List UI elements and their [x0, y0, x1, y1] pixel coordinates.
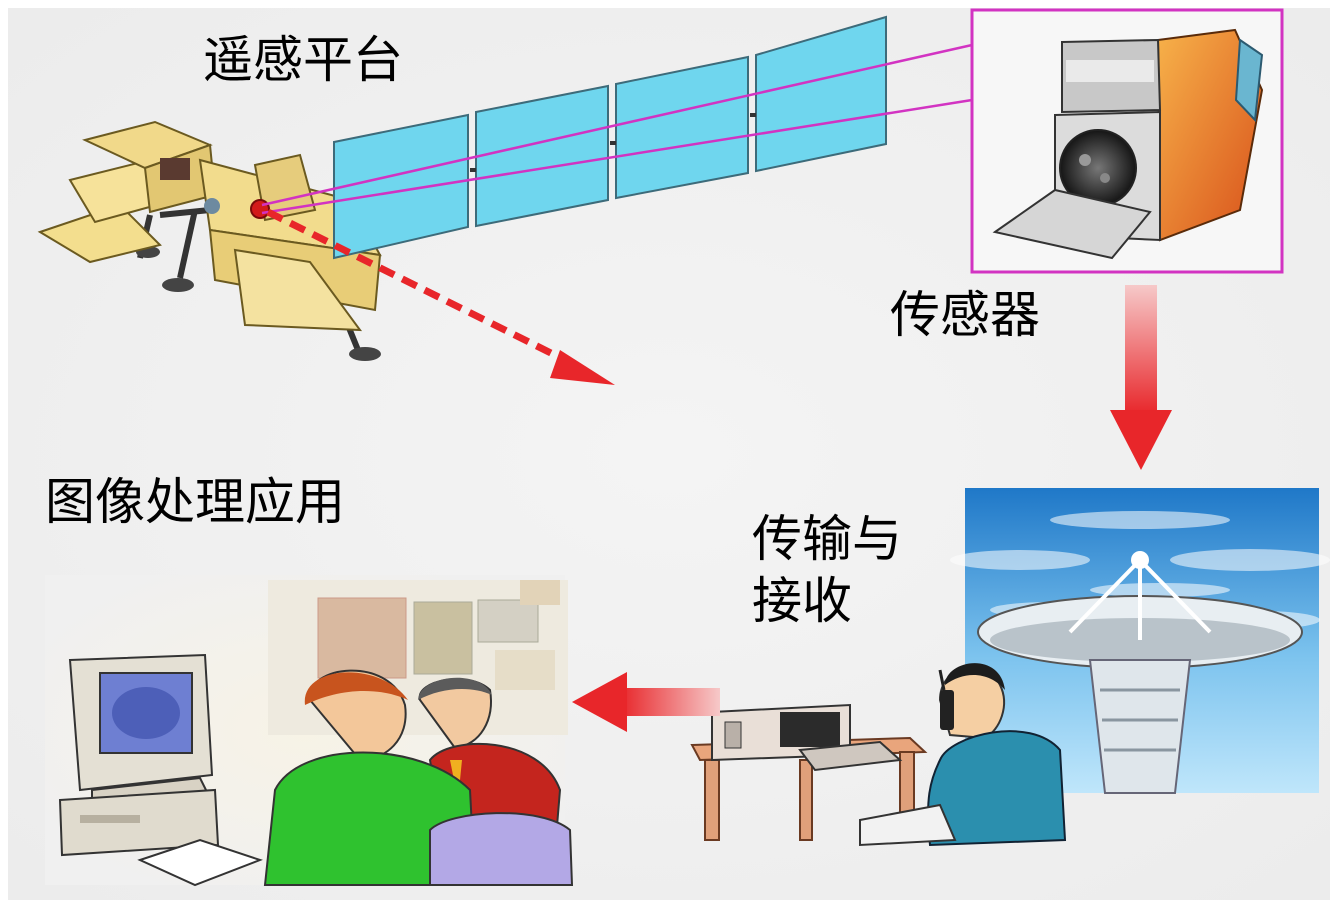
down-arrow-icon [1110, 285, 1172, 470]
left-arrow-icon [572, 672, 720, 732]
transmission-label: 传输与 接收 [752, 508, 922, 632]
sensor-sight-lines [261, 43, 973, 215]
transmission-label-line2: 接收 [752, 572, 852, 630]
platform-label: 遥感平台 [203, 31, 403, 89]
sensor-icon [970, 8, 1284, 274]
solar-panel-icon [333, 15, 887, 260]
computer-icon [58, 653, 220, 857]
nadir-arrow [266, 208, 615, 385]
sensor-label: 传感器 [890, 286, 1040, 344]
office-scene [45, 575, 574, 887]
transmission-label-line1: 传输与 [752, 510, 902, 568]
image-processing-label: 图像处理应用 [45, 473, 345, 531]
radio-operator-icon [690, 663, 1067, 847]
people-icon [137, 669, 574, 887]
